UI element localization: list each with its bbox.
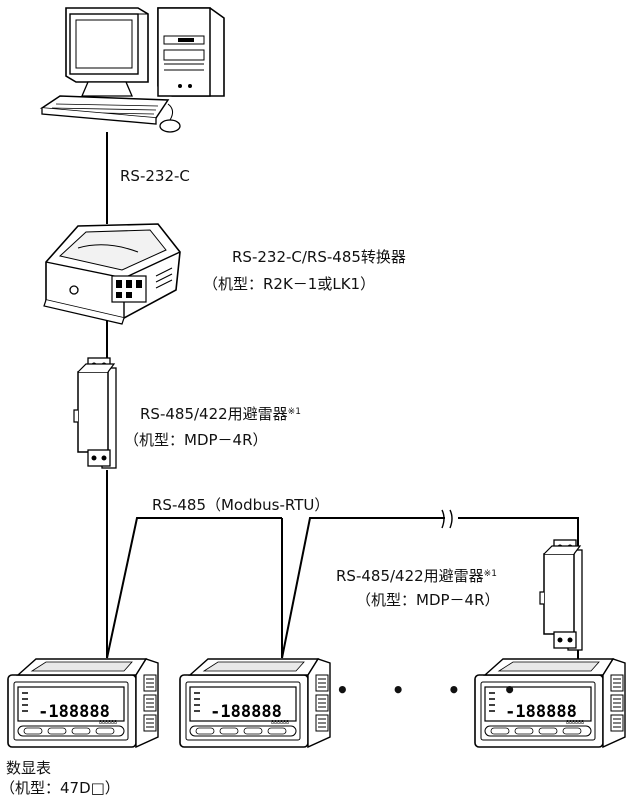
arrester-1-model-label: （机型：MDP－4R） <box>124 431 268 449</box>
arrester-1-name-label: RS-485/422用避雷器※1 <box>140 405 301 423</box>
meter-display-3: -188888 <box>505 702 577 722</box>
meter-name-label: 数显表 <box>6 759 52 777</box>
computer-icon <box>39 7 225 133</box>
more-meters-ellipsis: • • • • <box>336 678 535 702</box>
meter-sub-display-2: 888888 <box>271 720 289 726</box>
arrester-1-footnote: ※1 <box>287 407 301 417</box>
surge-arrester-icon <box>73 357 117 469</box>
meter-sub-display-1: 888888 <box>99 720 117 726</box>
converter-name-label: RS-232-C/RS-485转换器 <box>232 248 406 266</box>
arrester-1-name-text: RS-485/422用避雷器 <box>140 405 288 423</box>
converter-icon <box>43 223 181 325</box>
arrester-2-name-label: RS-485/422用避雷器※1 <box>336 567 497 585</box>
meter-model-label: （机型：47D□） <box>0 779 120 797</box>
meter-display-1: -188888 <box>38 702 110 722</box>
panel-meter-icon: -188888 888888 <box>474 658 626 748</box>
arrester-2-name-text: RS-485/422用避雷器 <box>336 567 484 585</box>
meter-display-2: -188888 <box>210 702 282 722</box>
surge-arrester-icon <box>539 539 583 651</box>
panel-meter-icon: -188888 888888 <box>7 658 159 748</box>
panel-meter-icon: -188888 888888 <box>179 658 331 748</box>
converter-model-label: （机型：R2K－1或LK1） <box>203 275 376 293</box>
arrester-2-footnote: ※1 <box>483 569 497 579</box>
cables <box>106 132 579 662</box>
meter-sub-display-3: 888888 <box>566 720 584 726</box>
bus-label: RS-485（Modbus-RTU） <box>152 496 330 514</box>
arrester-2-model-label: （机型：MDP－4R） <box>356 591 500 609</box>
rs232-label: RS-232-C <box>120 167 190 185</box>
